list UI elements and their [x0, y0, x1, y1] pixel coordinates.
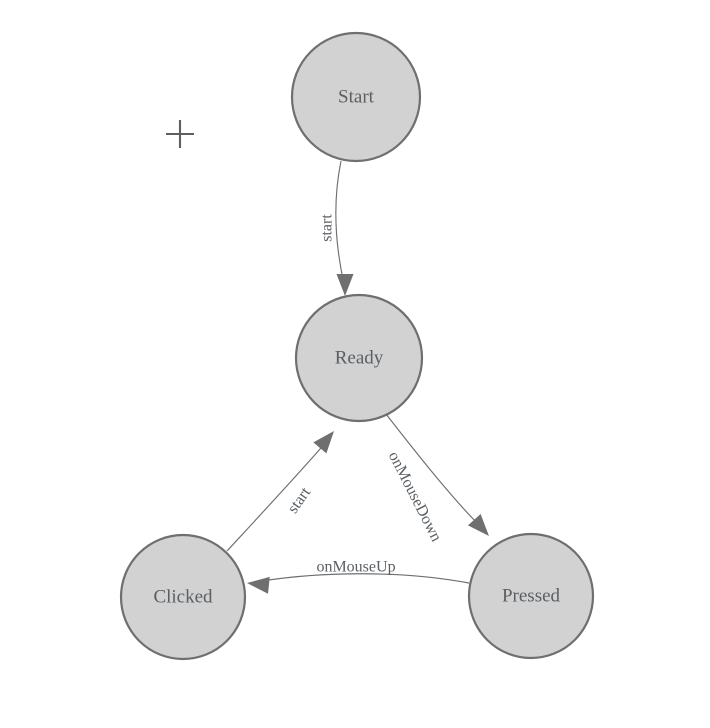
edge-label-pressed-to-clicked[interactable]: onMouseUp: [316, 559, 395, 576]
edge-line-pressed-to-clicked[interactable]: [261, 573, 470, 584]
arrowhead-icon-start-to-ready: [336, 274, 354, 296]
arrowhead-icon-pressed-to-clicked: [247, 576, 270, 594]
cursor-layer: [166, 120, 194, 148]
edge-label-clicked-to-ready[interactable]: start: [284, 484, 314, 517]
state-node-clicked[interactable]: Clicked: [119, 533, 247, 661]
arrowhead-icon-clicked-to-ready: [313, 431, 334, 454]
state-node-label-pressed: Pressed: [502, 585, 561, 606]
edge-pressed-to-clicked[interactable]: onMouseUp: [246, 559, 470, 594]
state-node-shape-start[interactable]: [290, 31, 422, 163]
state-node-shape-clicked[interactable]: [119, 533, 247, 661]
edge-start-to-ready[interactable]: start: [319, 160, 354, 296]
state-node-start[interactable]: Start: [290, 31, 422, 163]
edge-line-ready-to-pressed[interactable]: [385, 413, 482, 528]
state-node-shape-ready[interactable]: [294, 293, 424, 423]
state-node-label-clicked: Clicked: [153, 586, 213, 607]
state-node-pressed[interactable]: Pressed: [467, 532, 595, 660]
edge-line-start-to-ready[interactable]: [335, 160, 345, 285]
edge-line-clicked-to-ready[interactable]: [226, 440, 328, 552]
edge-label-ready-to-pressed[interactable]: onMouseDown: [385, 449, 445, 545]
edge-ready-to-pressed[interactable]: onMouseDown: [385, 413, 496, 545]
edge-label-start-to-ready[interactable]: start: [319, 214, 336, 242]
state-node-shape-pressed[interactable]: [467, 532, 595, 660]
state-node-label-ready: Ready: [335, 347, 384, 368]
state-node-label-start: Start: [338, 86, 375, 107]
edge-clicked-to-ready[interactable]: start: [226, 426, 341, 552]
state-node-ready[interactable]: Ready: [294, 293, 424, 423]
crosshair-cursor: [166, 120, 194, 148]
arrowhead-icon-ready-to-pressed: [467, 513, 489, 536]
